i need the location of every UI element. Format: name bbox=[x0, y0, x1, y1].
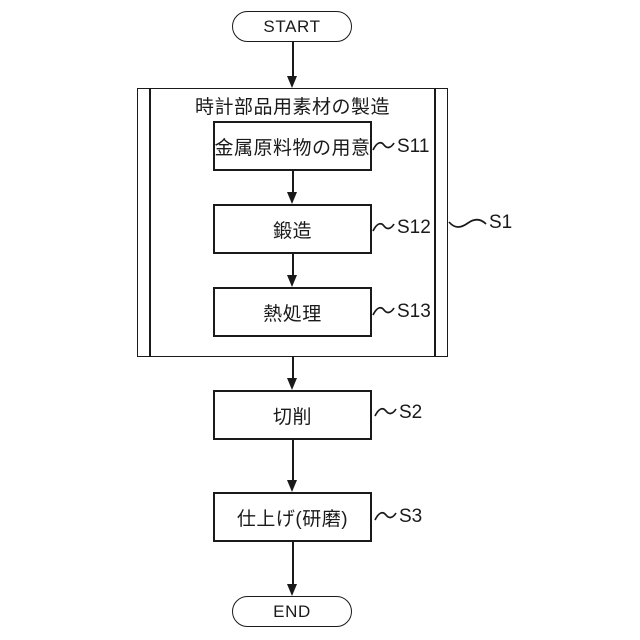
ref-s11: S11 bbox=[372, 134, 429, 160]
arrowhead-icon bbox=[287, 378, 297, 390]
arrow-shaft bbox=[291, 254, 294, 276]
process-s3-label: 仕上げ(研磨) bbox=[236, 508, 349, 530]
group-double-line-left bbox=[149, 89, 152, 356]
squiggle-icon bbox=[374, 511, 397, 521]
arrow-group-to-s2 bbox=[287, 357, 298, 390]
group-title: 時計部品用素材の製造 bbox=[194, 97, 390, 118]
process-s11: 金属原料物の用意 bbox=[213, 121, 372, 171]
arrow-s3-to-end bbox=[287, 542, 298, 596]
group-double-line-right bbox=[433, 89, 436, 356]
arrowhead-icon bbox=[287, 275, 297, 287]
ref-s2: S2 bbox=[374, 400, 422, 426]
ref-s13: S13 bbox=[372, 299, 431, 325]
ref-s3-label: S3 bbox=[399, 506, 423, 527]
arrow-shaft bbox=[291, 42, 294, 77]
arrow-shaft bbox=[291, 542, 294, 585]
ref-s12: S12 bbox=[372, 215, 431, 241]
squiggle-icon bbox=[372, 222, 395, 232]
arrow-s12-to-s13 bbox=[287, 254, 298, 287]
arrow-s11-to-s12 bbox=[287, 171, 298, 204]
arrow-shaft bbox=[291, 440, 294, 481]
arrowhead-icon bbox=[287, 192, 297, 204]
arrowhead-icon bbox=[287, 584, 297, 596]
arrow-shaft bbox=[291, 357, 294, 379]
arrowhead-icon bbox=[287, 76, 297, 88]
squiggle-icon bbox=[448, 218, 487, 228]
process-s11-label: 金属原料物の用意 bbox=[214, 137, 371, 159]
arrowhead-icon bbox=[287, 480, 297, 492]
process-s2-label: 切削 bbox=[272, 406, 312, 428]
end-terminal: END bbox=[232, 596, 352, 627]
end-label: END bbox=[273, 601, 311, 621]
ref-s1: S1 bbox=[448, 210, 512, 236]
process-s2: 切削 bbox=[213, 390, 372, 440]
squiggle-icon bbox=[372, 141, 395, 151]
squiggle-icon bbox=[374, 407, 397, 417]
arrow-shaft bbox=[291, 171, 294, 193]
ref-s1-label: S1 bbox=[489, 212, 513, 233]
squiggle-icon bbox=[372, 306, 395, 316]
start-label: START bbox=[263, 16, 321, 36]
process-s12-label: 鍛造 bbox=[272, 220, 312, 242]
ref-s3: S3 bbox=[374, 504, 422, 530]
ref-s2-label: S2 bbox=[399, 402, 423, 423]
arrow-s2-to-s3 bbox=[287, 440, 298, 492]
ref-s11-label: S11 bbox=[397, 136, 430, 157]
arrow-start-to-group bbox=[287, 42, 298, 88]
process-s3: 仕上げ(研磨) bbox=[213, 492, 372, 542]
process-s12: 鍛造 bbox=[213, 204, 372, 254]
process-s13-label: 熱処理 bbox=[263, 303, 322, 325]
ref-s12-label: S12 bbox=[397, 217, 431, 238]
start-terminal: START bbox=[232, 11, 352, 42]
ref-s13-label: S13 bbox=[397, 301, 431, 322]
process-s13: 熱処理 bbox=[213, 287, 372, 337]
